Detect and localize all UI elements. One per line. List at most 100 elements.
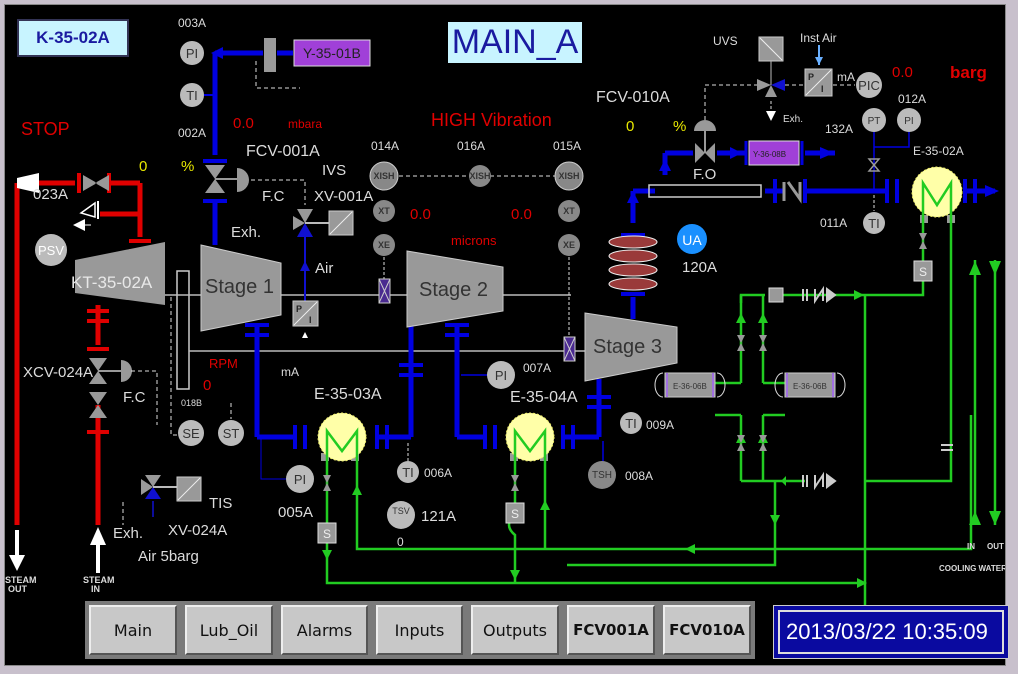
se-instrument[interactable]: SE (178, 420, 204, 446)
uvs-solenoid-valve[interactable] (757, 36, 785, 97)
check-valve[interactable] (781, 181, 802, 204)
stage-3[interactable]: Stage 3 (584, 312, 678, 382)
svg-text:P: P (808, 72, 814, 82)
svg-text:TSV: TSV (392, 506, 410, 516)
pi-007a[interactable]: PI (487, 361, 515, 389)
root-valve[interactable] (867, 158, 881, 172)
fcv010-unit: % (673, 118, 686, 135)
pt-132a[interactable]: PT (862, 108, 886, 132)
nav-fcv001a-label[interactable]: FCV001A (567, 605, 655, 655)
pi-005a[interactable]: PI (286, 465, 314, 493)
xv-024a-valve[interactable] (141, 475, 202, 517)
pi-012a[interactable]: PI (897, 108, 921, 132)
nav-fcv001a-button[interactable]: FCV001A (563, 601, 659, 659)
fcv-010a-valve[interactable] (694, 120, 716, 163)
xv-001a-valve[interactable] (293, 209, 354, 237)
inlet-ti[interactable]: TI (180, 83, 204, 107)
pt-pi-tap (873, 132, 910, 191)
tsh-008a-tag: 008A (625, 469, 653, 483)
oil-cooler-1[interactable]: E-36-06B (654, 372, 726, 398)
ti-006a[interactable]: TI (397, 461, 419, 483)
nav-outputs-label[interactable]: Outputs (471, 605, 559, 655)
ua-120a[interactable]: UA (677, 224, 707, 254)
nav-alarms-label[interactable]: Alarms (281, 605, 368, 655)
nav-inputs-button[interactable]: Inputs (372, 601, 467, 659)
pi-007a-tag: 007A (523, 361, 551, 375)
nav-outputs-button[interactable]: Outputs (467, 601, 563, 659)
psv-instrument[interactable]: PSV (35, 234, 67, 266)
steam-turbine[interactable]: KT-35-02A (71, 242, 165, 305)
nav-lub-oil-button[interactable]: Lub_Oil (181, 601, 277, 659)
stage-2[interactable]: Stage 2 (406, 250, 504, 328)
svg-text:E-36-06B: E-36-06B (673, 382, 707, 391)
svg-text:UA: UA (682, 232, 702, 248)
psv-tag: 023A (33, 186, 68, 203)
run-state: STOP (21, 119, 70, 139)
vibration-alarm: HIGH Vibration (431, 110, 552, 130)
intercooler-e-35-04a[interactable] (505, 412, 555, 465)
vib-probe-group-2[interactable]: XISH XT XE (554, 161, 584, 362)
cw-strainers[interactable]: S S S (317, 260, 933, 544)
cw-isolation-valves[interactable] (323, 233, 927, 491)
fcv001-value: 0 (139, 158, 147, 175)
vib-probe-group-1[interactable]: XISH XT XE (369, 161, 399, 304)
uvs-exh-label: Exh. (783, 114, 803, 125)
nav-fcv010a-label[interactable]: FCV010A (663, 605, 751, 655)
inlet-filter[interactable]: Y-35-01B (293, 39, 371, 67)
discharge-silencer[interactable] (608, 233, 658, 296)
svg-text:I: I (821, 84, 824, 94)
intercooler-e-35-03a[interactable] (317, 412, 367, 465)
uvs-label: UVS (713, 34, 738, 48)
nav-fcv010a-button[interactable]: FCV010A (659, 601, 755, 659)
svg-text:PI: PI (904, 116, 913, 127)
st-instrument[interactable]: ST (218, 420, 244, 446)
xcv-024a-valve[interactable] (89, 358, 132, 418)
ip-converter-2[interactable]: P I (804, 68, 833, 97)
inst-air-label: Inst Air (800, 31, 837, 45)
nav-inputs-label[interactable]: Inputs (376, 605, 463, 655)
flow-arrows-green (322, 261, 1001, 588)
ti-011a[interactable]: TI (863, 212, 885, 234)
oil-cooler-2[interactable]: E-36-06B (774, 372, 846, 398)
steam-bypass-valve[interactable] (83, 175, 109, 191)
svg-text:PT: PT (868, 116, 881, 127)
ti-009a[interactable]: TI (620, 412, 642, 434)
flow-arrows-blue (211, 47, 999, 203)
ip-converter-1[interactable]: P I (292, 300, 319, 327)
psv-valve[interactable] (73, 201, 99, 231)
inlet-pi[interactable]: PI (180, 41, 204, 65)
fcv010-signal (704, 84, 765, 120)
svg-text:S: S (511, 507, 519, 521)
fcv001-fail-mode: F.C (262, 188, 285, 205)
discharge-pressure-value: 0.0 (892, 64, 913, 81)
svg-text:TSH: TSH (592, 470, 612, 481)
xcv-fail-mode: F.C (123, 389, 146, 406)
speed-signal-line (170, 297, 183, 436)
tsh-008a[interactable]: TSH (588, 461, 616, 489)
discharge-header (648, 184, 762, 198)
svg-text:PIC: PIC (858, 78, 880, 93)
vib-probe-016a[interactable]: XISH (469, 165, 491, 187)
steam-out-arrowhead (17, 173, 39, 193)
nav-lub-oil-label[interactable]: Lub_Oil (185, 605, 273, 655)
air-arrow (300, 261, 310, 271)
pic-controller[interactable]: PIC (856, 72, 882, 98)
tsv-value: 0 (397, 535, 404, 549)
vib-value-1: 0.0 (410, 206, 431, 223)
nav-alarms-button[interactable]: Alarms (277, 601, 372, 659)
fcv-001a-valve[interactable] (205, 165, 249, 193)
nav-main-button[interactable]: Main (85, 601, 181, 659)
e03-tag: E-35-03A (314, 386, 382, 403)
process-gas-flanges (203, 159, 977, 449)
xv024-exh-label: Exh. (113, 525, 143, 542)
cw-caption: COOLING WATER (939, 564, 1005, 573)
vib-tag-014a: 014A (371, 139, 399, 153)
svg-text:XISH: XISH (373, 171, 394, 181)
discharge-filter[interactable]: Y-36-08B (744, 140, 804, 166)
aftercooler-e-35-02a[interactable] (911, 166, 963, 225)
cw-out-label: OUT (987, 542, 1004, 551)
tsv-121a[interactable]: TSV (387, 501, 415, 529)
stage-1[interactable]: Stage 1 (200, 244, 282, 332)
nav-main-label[interactable]: Main (89, 605, 177, 655)
pi-005a-tag: 005A (278, 504, 313, 521)
